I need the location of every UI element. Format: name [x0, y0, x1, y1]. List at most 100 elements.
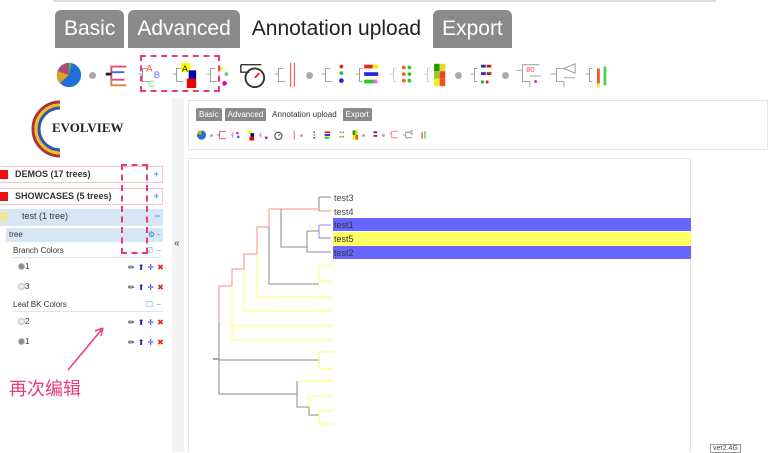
radio-icon[interactable]: [18, 338, 25, 346]
radio-icon[interactable]: [18, 263, 25, 271]
separator-dot: [210, 133, 213, 137]
edit-icon[interactable]: ✏: [128, 338, 135, 347]
inner-tab-basic[interactable]: Basic: [196, 108, 222, 121]
leaf-bg-color-icon[interactable]: [244, 129, 255, 141]
heatmap-icon[interactable]: [421, 60, 449, 90]
multibar-icon[interactable]: [416, 129, 427, 141]
collapse-icon[interactable]: [402, 129, 413, 141]
leaf-label: test1: [334, 220, 354, 230]
leaf-label: test4: [334, 207, 354, 217]
group-color-swatch: [0, 170, 8, 179]
minus-icon[interactable]: −: [156, 230, 161, 239]
strip-icon[interactable]: [272, 60, 300, 90]
expand-icon[interactable]: +: [153, 191, 159, 201]
bar-icon[interactable]: [353, 60, 381, 90]
edit-icon[interactable]: ✏: [128, 263, 135, 272]
strip-icon[interactable]: [286, 129, 297, 141]
dot-plot-icon[interactable]: [334, 129, 345, 141]
pin-icon[interactable]: ⬆: [137, 283, 145, 292]
svg-text:B: B: [154, 70, 160, 80]
tree-item[interactable]: tree ⚙ −: [6, 228, 163, 242]
delete-icon[interactable]: ✖: [157, 338, 164, 347]
minus-icon[interactable]: −: [156, 246, 161, 255]
expand-icon[interactable]: +: [153, 169, 159, 179]
dataset-radio[interactable]: 3: [18, 282, 29, 291]
pin-icon[interactable]: ⬆: [137, 263, 145, 272]
group-color-swatch: [0, 212, 8, 221]
heatmap-icon[interactable]: [348, 129, 359, 141]
collapse-icon[interactable]: −: [154, 211, 160, 221]
edit-icon[interactable]: ✏: [128, 283, 135, 292]
checkbox-icon[interactable]: ☑: [145, 246, 153, 255]
move-icon[interactable]: ✛: [147, 283, 155, 292]
radio-icon[interactable]: [18, 318, 25, 326]
delete-icon[interactable]: ✖: [157, 318, 164, 327]
node-label-icon[interactable]: 80: [515, 60, 543, 90]
separator-dot: [306, 71, 313, 79]
leaf-label: test3: [334, 193, 354, 203]
leaf-bg-color-icon[interactable]: A: [170, 60, 198, 90]
tab-annotation-upload[interactable]: Annotation upload: [251, 17, 422, 40]
collapse-icon[interactable]: [549, 60, 577, 90]
pie-chart-icon[interactable]: [55, 60, 83, 90]
divider: [690, 436, 691, 452]
bar-icon[interactable]: [320, 129, 331, 141]
dataset-radio[interactable]: 1: [18, 262, 29, 271]
separator-dot: [502, 71, 509, 79]
row-actions: ✏⬆✛✖: [128, 318, 164, 327]
highlight-box: [140, 55, 220, 92]
radio-icon[interactable]: [18, 283, 25, 291]
inner-toolbar-icons: [196, 129, 427, 141]
matrix-icon[interactable]: [368, 129, 379, 141]
row-actions: ✏⬆✛✖: [128, 338, 164, 347]
top-divider: [53, 0, 716, 2]
edit-icon[interactable]: ✏: [128, 318, 135, 327]
phylogenetic-tree: test3 test4 test1 test5 test2: [213, 193, 691, 425]
tab-basic[interactable]: Basic: [55, 10, 125, 48]
tab-advanced[interactable]: Advanced: [128, 10, 240, 48]
branch-color-icon[interactable]: [102, 60, 130, 90]
delete-icon[interactable]: ✖: [157, 283, 164, 292]
checkbox-icon[interactable]: ☐: [145, 300, 153, 309]
gear-icon[interactable]: ⚙: [147, 230, 155, 239]
section-branch-colors: Branch Colors ☑ −: [13, 245, 163, 258]
sidebar-collapse-bar[interactable]: «: [172, 98, 184, 452]
highlight-box: [121, 164, 148, 254]
minus-icon[interactable]: −: [156, 300, 161, 309]
inner-tab-annotation-upload[interactable]: Annotation upload: [272, 110, 337, 119]
move-icon[interactable]: ✛: [147, 263, 155, 272]
dot-plot-icon[interactable]: [387, 60, 415, 90]
row-actions: ✏⬆✛✖: [128, 283, 164, 292]
matrix-icon[interactable]: [468, 60, 496, 90]
group-demos[interactable]: DEMOS (17 trees) +: [0, 166, 163, 183]
inner-toolbar-panel: Basic Advanced Annotation upload Export: [188, 100, 768, 150]
pin-icon[interactable]: ⬆: [137, 318, 145, 327]
branch-color-icon[interactable]: [216, 129, 227, 141]
leaf-bg-test5: [333, 232, 691, 246]
delete-icon[interactable]: ✖: [157, 263, 164, 272]
multibar-icon[interactable]: [583, 60, 611, 90]
collapse-arrow-icon[interactable]: «: [174, 238, 180, 249]
timer-icon[interactable]: [272, 129, 283, 141]
protein-domain-icon[interactable]: [319, 60, 347, 90]
move-icon[interactable]: ✛: [147, 318, 155, 327]
pin-icon[interactable]: ⬆: [137, 338, 145, 347]
group-showcases[interactable]: SHOWCASES (5 trees) +: [0, 188, 163, 205]
text-label-icon[interactable]: [230, 129, 241, 141]
svg-text:A: A: [146, 63, 153, 73]
tab-export[interactable]: Export: [433, 10, 512, 48]
pie-chart-icon[interactable]: [196, 129, 207, 141]
protein-domain-icon[interactable]: [306, 129, 317, 141]
leaf-label: test5: [334, 234, 354, 244]
move-icon[interactable]: ✛: [147, 338, 155, 347]
dots-icon[interactable]: [258, 129, 269, 141]
tree-canvas[interactable]: test3 test4 test1 test5 test2: [188, 158, 691, 452]
dataset-radio[interactable]: 1: [18, 337, 29, 346]
timer-icon[interactable]: [238, 60, 266, 90]
dataset-radio[interactable]: 2: [18, 317, 29, 326]
svg-text:80: 80: [526, 65, 534, 74]
inner-tab-advanced[interactable]: Advanced: [224, 108, 267, 121]
inner-tab-export[interactable]: Export: [342, 108, 372, 121]
node-label-icon[interactable]: [388, 129, 399, 141]
leaf-bg-test1: [333, 218, 691, 231]
